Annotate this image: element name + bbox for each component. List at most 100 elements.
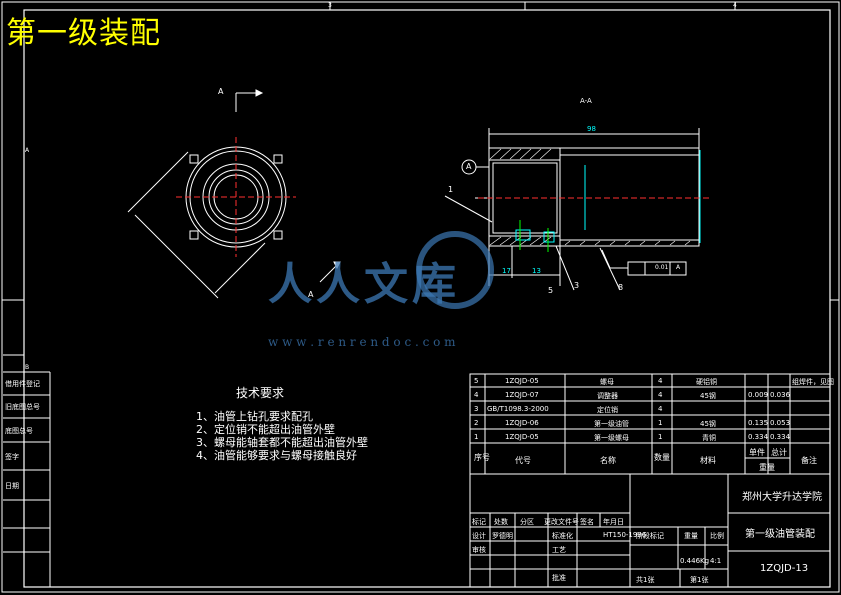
bom-row-1-qty: 1 bbox=[658, 433, 663, 441]
bom-row-5-no: 5 bbox=[474, 377, 479, 385]
tb-designer: 罗德明 bbox=[492, 532, 513, 540]
bom-row-1-code: 1ZQJD-05 bbox=[505, 433, 539, 441]
bom-row-2-total: 0.053 bbox=[770, 419, 791, 427]
tb-scale-value: 4:1 bbox=[710, 557, 722, 565]
bom-row-3-no: 3 bbox=[474, 405, 479, 413]
tb-weight-value: 0.446Kg bbox=[680, 557, 710, 565]
tb-label-mark: 标记 bbox=[472, 518, 486, 526]
tolerance-ref: A bbox=[676, 264, 681, 271]
callout-8: 8 bbox=[618, 283, 624, 292]
zone-mark-4: 4 bbox=[733, 2, 737, 9]
inner-border bbox=[23, 9, 831, 588]
bom-row-4-name: 调整器 bbox=[597, 392, 618, 400]
bom-row-2-material: 45钢 bbox=[700, 420, 716, 428]
bom-header-weight: 重量 bbox=[759, 463, 775, 472]
tb-label-review: 审核 bbox=[472, 546, 486, 554]
bom-row-4-qty: 4 bbox=[658, 391, 663, 399]
end-view bbox=[127, 146, 287, 299]
school-name: 郑州大学升达学院 bbox=[742, 492, 822, 503]
section-label: A-A bbox=[580, 97, 592, 105]
callout-3: 3 bbox=[574, 281, 580, 290]
tb-label-process: 工艺 bbox=[552, 546, 566, 554]
bom-row-3-qty: 4 bbox=[658, 405, 663, 413]
bom-header-no: 序号 bbox=[474, 453, 490, 462]
side-label-sign: 签字 bbox=[5, 453, 19, 461]
bom-row-2-qty: 1 bbox=[658, 419, 663, 427]
bom-row-1-unit: 0.334 bbox=[748, 433, 769, 441]
callout-5: 5 bbox=[548, 286, 554, 295]
bom-row-2-name: 第一级油管 bbox=[594, 420, 629, 428]
bom-row-5-material: 硬铝铜 bbox=[696, 378, 717, 386]
tb-label-sign: 签名 bbox=[580, 518, 594, 526]
tech-requirement-1: 1、油管上钻孔要求配孔 bbox=[196, 410, 313, 423]
tb-label-zone: 分区 bbox=[520, 518, 534, 526]
bom-header-qty: 数量 bbox=[654, 453, 670, 462]
bom-row-1-total: 0.334 bbox=[770, 433, 791, 441]
bom-table bbox=[469, 373, 831, 475]
bom-header-note: 备注 bbox=[801, 456, 817, 465]
side-column bbox=[3, 354, 51, 587]
side-label-base: 底图总号 bbox=[5, 427, 33, 435]
zone-mark-3: 3 bbox=[328, 2, 332, 9]
bom-row-4-total: 0.036 bbox=[770, 391, 791, 399]
tech-requirement-3: 3、螺母能轴套都不能超出油管外壁 bbox=[196, 436, 368, 449]
tech-requirement-4: 4、油管能够要求与螺母接触良好 bbox=[196, 449, 357, 462]
datum-label: A bbox=[466, 162, 472, 171]
zone-mark-a: A bbox=[25, 147, 30, 154]
cut-arrow-bottom bbox=[319, 261, 341, 283]
tech-requirement-2: 2、定位销不能超出油管外壁 bbox=[196, 423, 335, 436]
bom-row-4-code: 1ZQJD-07 bbox=[505, 391, 539, 399]
side-label-borrowed: 借用件登记 bbox=[5, 380, 40, 388]
bom-row-3-name: 定位销 bbox=[597, 406, 618, 414]
callout-1: 1 bbox=[448, 185, 454, 194]
cut-arrow-top bbox=[235, 89, 264, 112]
bom-row-2-no: 2 bbox=[474, 419, 479, 427]
tb-label-standard: 标准化 bbox=[552, 532, 573, 540]
dim-13: 13 bbox=[532, 267, 541, 275]
drawing-name: 第一级油管装配 bbox=[745, 529, 815, 540]
watermark-url: w w w . r e n r e n d o c . c o m bbox=[268, 335, 456, 349]
tb-weight-label: 重量 bbox=[684, 532, 698, 540]
title-block bbox=[469, 473, 831, 588]
zone-mark-b: B bbox=[25, 364, 30, 371]
bom-header-total: 总计 bbox=[771, 448, 787, 457]
section-pins bbox=[519, 220, 549, 252]
section-hatching bbox=[489, 148, 691, 246]
bom-row-1-name: 第一级螺母 bbox=[594, 434, 629, 442]
tolerance-value: 0.01 bbox=[655, 264, 669, 271]
bom-row-3-code: GB/T1098.3-2000 bbox=[487, 405, 549, 413]
bom-row-4-no: 4 bbox=[474, 391, 479, 399]
watermark-text: 人人文库 bbox=[268, 259, 460, 310]
drawing-number: 1ZQJD-13 bbox=[760, 563, 809, 574]
bom-header-name: 名称 bbox=[600, 456, 616, 465]
tb-scale-label: 比例 bbox=[710, 532, 724, 540]
tb-label-approve: 批准 bbox=[552, 574, 566, 582]
tb-sheet: 第1张 bbox=[690, 576, 709, 584]
bom-row-2-code: 1ZQJD-06 bbox=[505, 419, 539, 427]
cut-letter-bottom: A bbox=[308, 290, 314, 299]
bom-row-4-unit: 0.009 bbox=[748, 391, 769, 399]
bom-row-4-material: 45钢 bbox=[700, 392, 716, 400]
bom-row-5-qty: 4 bbox=[658, 377, 663, 385]
tb-sheets: 共1张 bbox=[636, 576, 655, 584]
bom-row-2-unit: 0.135 bbox=[748, 419, 769, 427]
side-label-date: 日期 bbox=[5, 482, 19, 490]
dim-17: 17 bbox=[502, 267, 511, 275]
bom-row-5-name: 螺母 bbox=[600, 378, 614, 386]
cut-letter-top: A bbox=[218, 87, 224, 96]
tb-label-design: 设计 bbox=[472, 532, 486, 540]
bom-header-material: 材料 bbox=[700, 456, 716, 465]
bom-row-1-material: 青铜 bbox=[702, 434, 716, 442]
tb-standard: HT150-1996 bbox=[603, 531, 647, 539]
drawing-title: 第一级装配 bbox=[6, 16, 161, 51]
dim-length: 98 bbox=[587, 125, 596, 133]
tb-stage-label: 阶段标记 bbox=[636, 532, 664, 540]
bom-header-code: 代号 bbox=[515, 456, 531, 465]
bom-row-5-code: 1ZQJD-05 bbox=[505, 377, 539, 385]
tb-label-change: 更改文件号 bbox=[544, 518, 579, 526]
tb-label-date: 年月日 bbox=[603, 518, 624, 526]
bom-header-unit: 单件 bbox=[749, 448, 765, 457]
side-label-old-base: 旧底图总号 bbox=[5, 403, 40, 411]
